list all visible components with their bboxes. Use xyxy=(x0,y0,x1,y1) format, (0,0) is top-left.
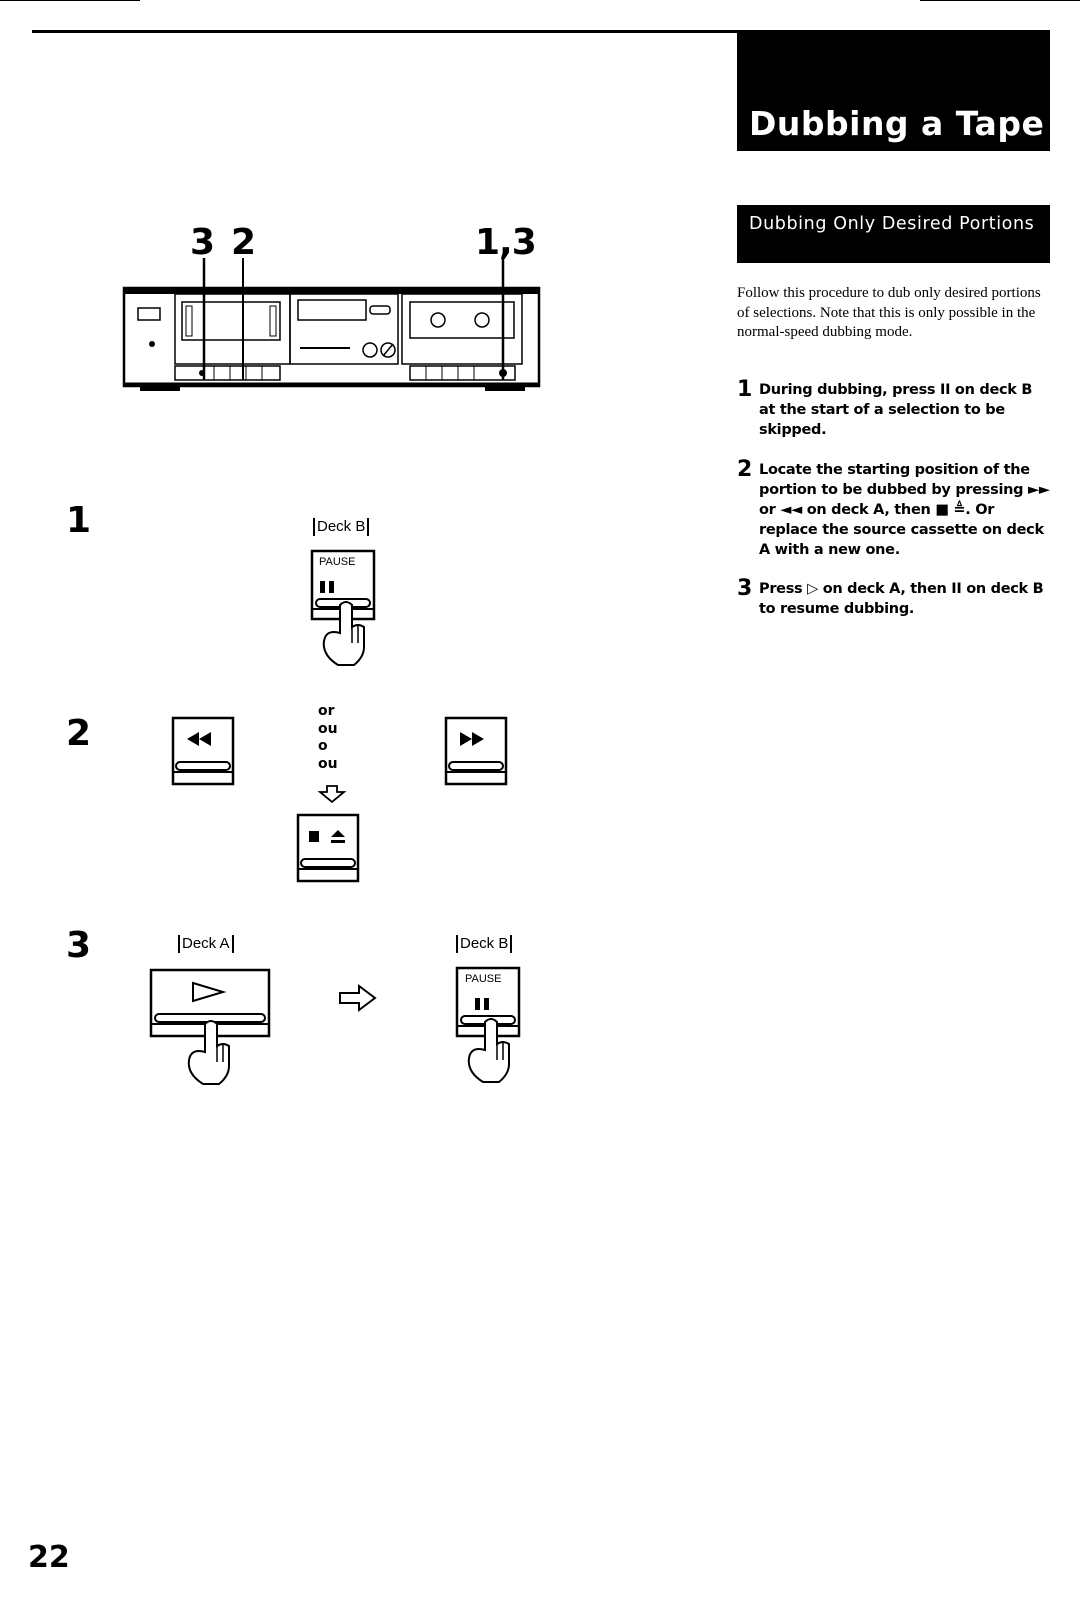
brand-logo: SONY xyxy=(138,290,156,296)
pause-label: PAUSE xyxy=(465,973,502,985)
stop-eject-button-figure xyxy=(296,813,360,883)
or-word: or xyxy=(318,703,335,719)
section-banner: Dubbing Only Desired Portions xyxy=(737,205,1050,263)
pause-button-figure xyxy=(455,966,521,1083)
step-text: During dubbing, press II on deck B at th… xyxy=(759,382,1033,438)
deck-b-label: Deck B xyxy=(313,518,370,536)
play-button-figure xyxy=(149,968,271,1085)
callout-2: 2 xyxy=(231,222,256,263)
figure-step-2: 2 xyxy=(66,713,92,754)
intro-paragraph: Follow this procedure to dub only desire… xyxy=(737,285,1041,340)
figure-step-1: 1 xyxy=(66,500,92,541)
rewind-button-figure xyxy=(171,716,235,786)
cassette-deck-illustration xyxy=(122,258,541,391)
deck-a-label: Deck A xyxy=(178,935,234,953)
header-rule xyxy=(32,30,1050,33)
right-arrow-icon xyxy=(339,984,377,1012)
step-text: Press ▷ on deck A, then II on deck B to … xyxy=(759,581,1044,617)
callout-3: 3 xyxy=(190,222,215,263)
step-number: 1 xyxy=(737,377,753,402)
or-word: ou xyxy=(318,720,338,737)
callout-1-3: 1,3 xyxy=(475,222,537,263)
pause-button-figure xyxy=(310,549,376,666)
ff-button-figure xyxy=(444,716,508,786)
page-title: Dubbing a Tape xyxy=(749,104,1045,143)
step-number: 3 xyxy=(737,576,753,601)
down-arrow-icon xyxy=(317,785,347,804)
figure-step-3: 3 xyxy=(66,925,92,966)
title-banner: Dubbing a Tape xyxy=(737,30,1050,151)
step-text: Locate the starting position of the port… xyxy=(759,462,1050,558)
step-number: 2 xyxy=(737,457,753,482)
or-word: ou xyxy=(318,755,338,772)
crop-mark xyxy=(0,0,140,1)
or-words: or ou o ou xyxy=(318,703,338,773)
pause-label: PAUSE xyxy=(319,556,356,568)
or-word: o xyxy=(318,738,328,754)
crop-mark xyxy=(920,0,1080,1)
section-title: Dubbing Only Desired Portions xyxy=(749,214,1035,234)
page-number: 22 xyxy=(28,1540,70,1575)
deck-b-label: Deck B xyxy=(456,935,513,953)
